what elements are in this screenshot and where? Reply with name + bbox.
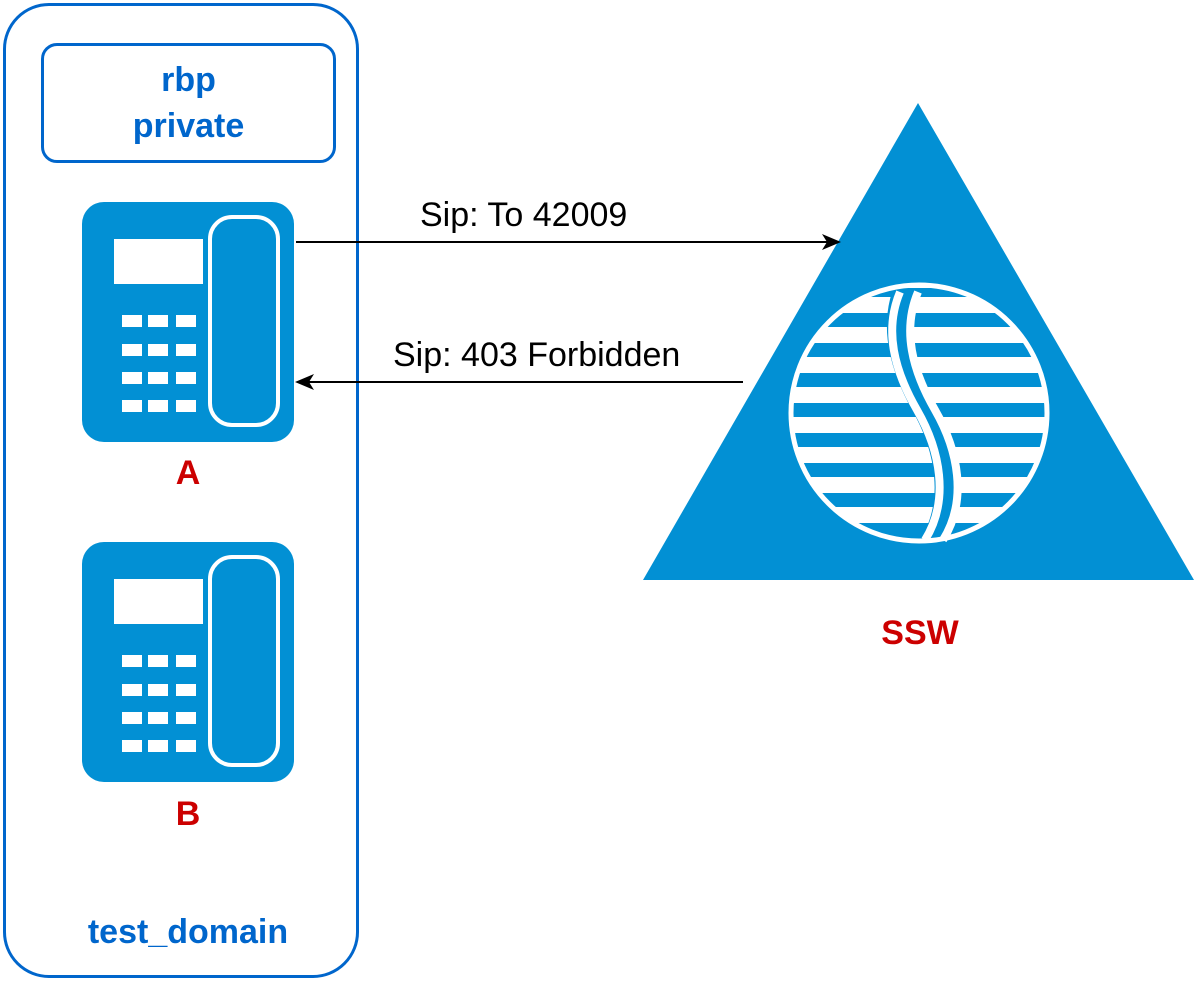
profile-type: private (132, 107, 245, 145)
test-domain-container (3, 3, 359, 978)
profile-box: rbp private (41, 43, 336, 163)
message-response-label: Sip: 403 Forbidden (393, 336, 681, 374)
phone-b-label: B (175, 795, 201, 833)
phone-b-icon[interactable] (80, 540, 296, 784)
softswitch-triangle-icon[interactable] (643, 103, 1194, 580)
message-arrow-response (295, 374, 743, 390)
message-arrow-request (296, 234, 841, 250)
phone-a-label: A (175, 454, 201, 492)
phone-a-icon[interactable] (80, 200, 296, 444)
ssw-label: SSW (881, 614, 959, 652)
domain-label: test_domain (87, 913, 289, 951)
profile-name: rbp (161, 61, 216, 99)
message-request-label: Sip: To 42009 (420, 196, 628, 234)
